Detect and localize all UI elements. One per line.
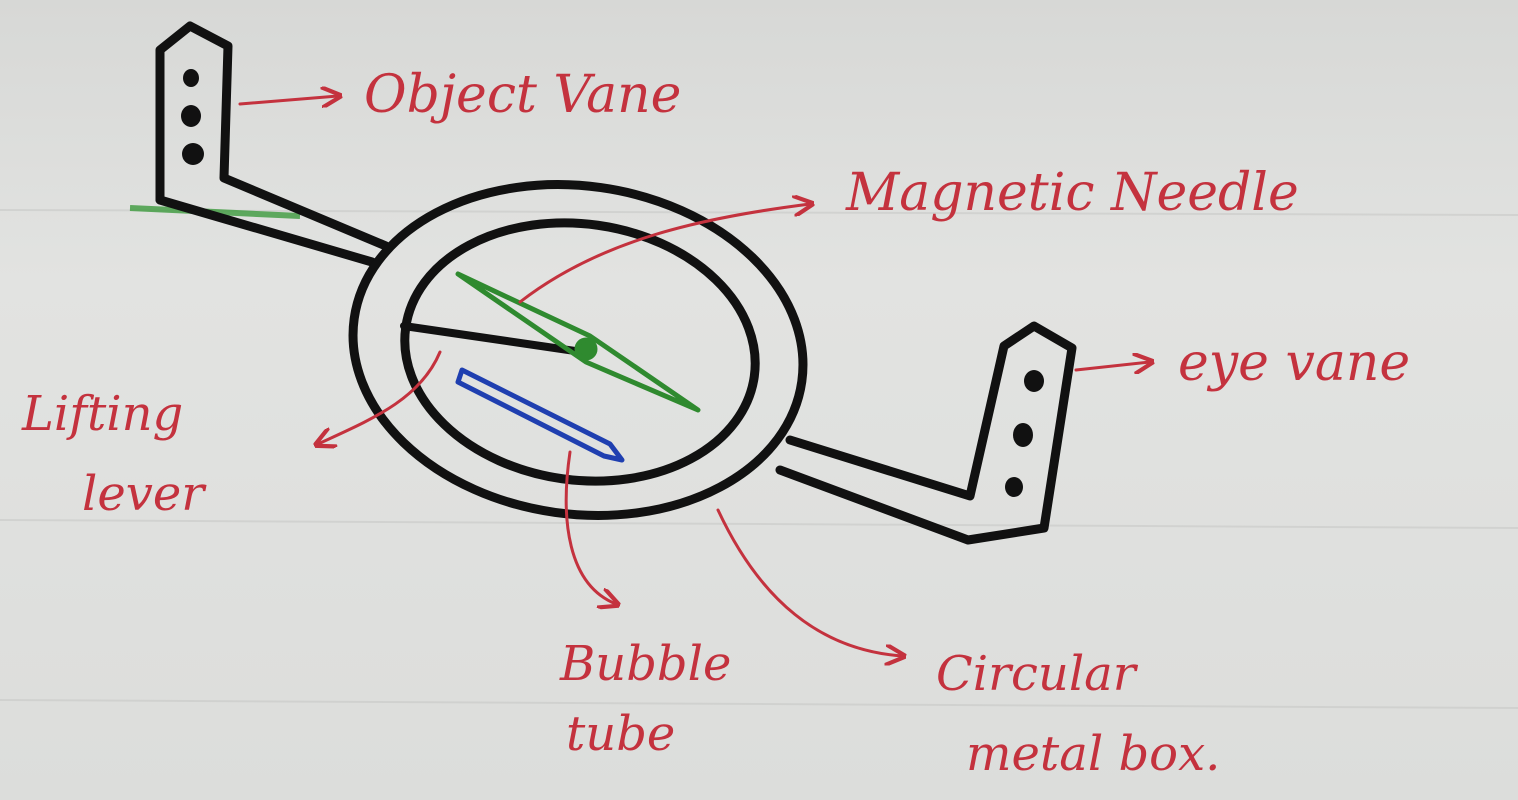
label-lifting-line1: Lifting: [21, 386, 183, 442]
label-bubble-line1: Bubble: [559, 636, 731, 692]
object-vane-slits: [181, 69, 204, 165]
label-magnetic-needle: Magnetic Needle: [845, 163, 1299, 223]
arrow-eye-vane: [1074, 362, 1150, 370]
label-eye-vane: eye vane: [1178, 333, 1410, 393]
arrow-object-vane: [238, 96, 338, 104]
arrow-lifting-lever: [318, 350, 442, 444]
eye-vane: [775, 321, 1077, 545]
label-object-vane: Object Vane: [364, 65, 681, 125]
arrow-circular-box: [716, 508, 902, 656]
magnetic-needle: [455, 271, 701, 413]
pointer-arrows: [238, 96, 1150, 656]
object-vane: [155, 21, 391, 267]
eye-vane-slits: [1005, 370, 1044, 497]
arrow-magnetic-needle: [518, 204, 810, 304]
lifting-lever: [400, 322, 586, 356]
arrow-bubble-tube: [564, 450, 616, 604]
label-bubble-line2: tube: [566, 706, 675, 762]
label-circular-line2: metal box.: [966, 726, 1220, 782]
bubble-tube: [455, 367, 625, 463]
label-lifting-line2: lever: [82, 466, 207, 522]
label-circular-line1: Circular: [936, 646, 1139, 702]
